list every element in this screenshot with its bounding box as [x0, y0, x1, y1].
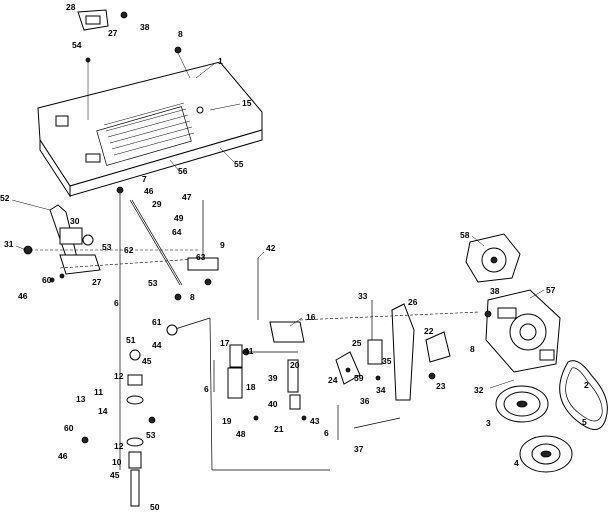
- callout-58: 58: [460, 230, 470, 240]
- callout-64: 64: [172, 227, 182, 237]
- leader-lines: [11, 63, 545, 327]
- callout-38b: 38: [490, 286, 500, 296]
- callout-28: 28: [66, 2, 76, 12]
- callout-51: 51: [126, 335, 136, 345]
- spring-linkage: [213, 258, 307, 421]
- callout-41: 41: [244, 346, 254, 356]
- callout-46c: 46: [58, 451, 68, 461]
- callout-34: 34: [376, 385, 386, 395]
- callout-32: 32: [474, 385, 484, 395]
- callout-21: 21: [274, 424, 284, 434]
- callout-17: 17: [220, 338, 230, 348]
- callout-47: 47: [182, 192, 192, 202]
- callout-53a: 53: [102, 242, 112, 252]
- callout-42: 42: [266, 243, 276, 253]
- callout-45b: 45: [110, 470, 120, 480]
- callout-19: 19: [222, 416, 232, 426]
- callout-46b: 46: [18, 291, 28, 301]
- tread-pattern: [103, 102, 195, 156]
- callout-3: 3: [486, 418, 491, 428]
- callout-22: 22: [424, 326, 434, 336]
- callout-23: 23: [436, 381, 446, 391]
- callout-11: 11: [94, 387, 103, 397]
- callout-25: 25: [352, 338, 362, 348]
- pedal-assembly: [23, 204, 211, 283]
- callout-27a: 27: [108, 28, 118, 38]
- callout-35: 35: [382, 356, 392, 366]
- callout-27b: 27: [92, 277, 102, 287]
- callout-5: 5: [582, 417, 587, 427]
- callout-29: 29: [152, 199, 162, 209]
- callout-18: 18: [246, 382, 256, 392]
- callout-30: 30: [70, 216, 80, 226]
- callout-4: 4: [514, 458, 519, 468]
- drive-pulley: [495, 385, 549, 423]
- callout-8b: 8: [190, 292, 195, 302]
- callout-54: 54: [72, 40, 82, 50]
- callout-12b: 12: [114, 441, 124, 451]
- callout-7: 7: [142, 174, 147, 184]
- callout-6b: 6: [204, 384, 209, 394]
- callout-37: 37: [354, 444, 364, 454]
- callout-46a: 46: [144, 186, 154, 196]
- right-linkage: [299, 300, 481, 440]
- callout-36: 36: [360, 396, 370, 406]
- callout-56: 56: [178, 166, 188, 176]
- callout-31: 31: [4, 239, 14, 249]
- drive-belt: [559, 360, 608, 430]
- callout-8c: 8: [470, 344, 475, 354]
- callout-14: 14: [98, 406, 108, 416]
- upper-link: [174, 200, 219, 301]
- callout-labels: 1 2 3 4 5 6 6 6 7 8 8 8 9 10 11 12 12 13…: [0, 2, 589, 512]
- callout-15: 15: [242, 98, 252, 108]
- callout-43: 43: [310, 416, 320, 426]
- fan-pulley: [519, 435, 573, 473]
- callout-38a: 38: [140, 22, 150, 32]
- callout-48: 48: [236, 429, 246, 439]
- callout-40: 40: [268, 399, 278, 409]
- callout-20: 20: [290, 360, 300, 370]
- callout-16: 16: [306, 312, 316, 322]
- callout-1: 1: [218, 56, 223, 66]
- pulley-bolt: [489, 379, 515, 389]
- callout-63: 63: [196, 252, 206, 262]
- callout-49: 49: [174, 213, 184, 223]
- callout-2: 2: [584, 380, 589, 390]
- callout-8a: 8: [178, 29, 183, 39]
- callout-45a: 45: [142, 356, 152, 366]
- callout-33: 33: [358, 291, 368, 301]
- callout-24: 24: [328, 375, 338, 385]
- center-shaft-assembly: [81, 186, 330, 507]
- callout-62: 62: [124, 245, 134, 255]
- callout-53c: 53: [146, 430, 156, 440]
- callout-55: 55: [234, 159, 244, 169]
- callout-59: 59: [354, 373, 364, 383]
- callout-6a: 6: [114, 298, 119, 308]
- callout-39: 39: [268, 373, 278, 383]
- callout-12a: 12: [114, 371, 124, 381]
- callout-13: 13: [76, 394, 86, 404]
- callout-53b: 53: [148, 278, 158, 288]
- callout-52: 52: [0, 193, 10, 203]
- callout-50: 50: [150, 502, 160, 512]
- callout-60b: 60: [64, 423, 74, 433]
- transmission-unit: [484, 289, 561, 373]
- callout-26: 26: [408, 297, 418, 307]
- pump-unit: [465, 233, 521, 283]
- callout-9: 9: [220, 240, 225, 250]
- callout-44: 44: [152, 340, 162, 350]
- callout-6c: 6: [324, 428, 329, 438]
- callout-60a: 60: [42, 275, 52, 285]
- top-bracket: [77, 9, 191, 120]
- callout-61: 61: [152, 317, 162, 327]
- deck-plate: [37, 61, 263, 198]
- callout-57: 57: [546, 285, 556, 295]
- callout-10: 10: [112, 457, 122, 467]
